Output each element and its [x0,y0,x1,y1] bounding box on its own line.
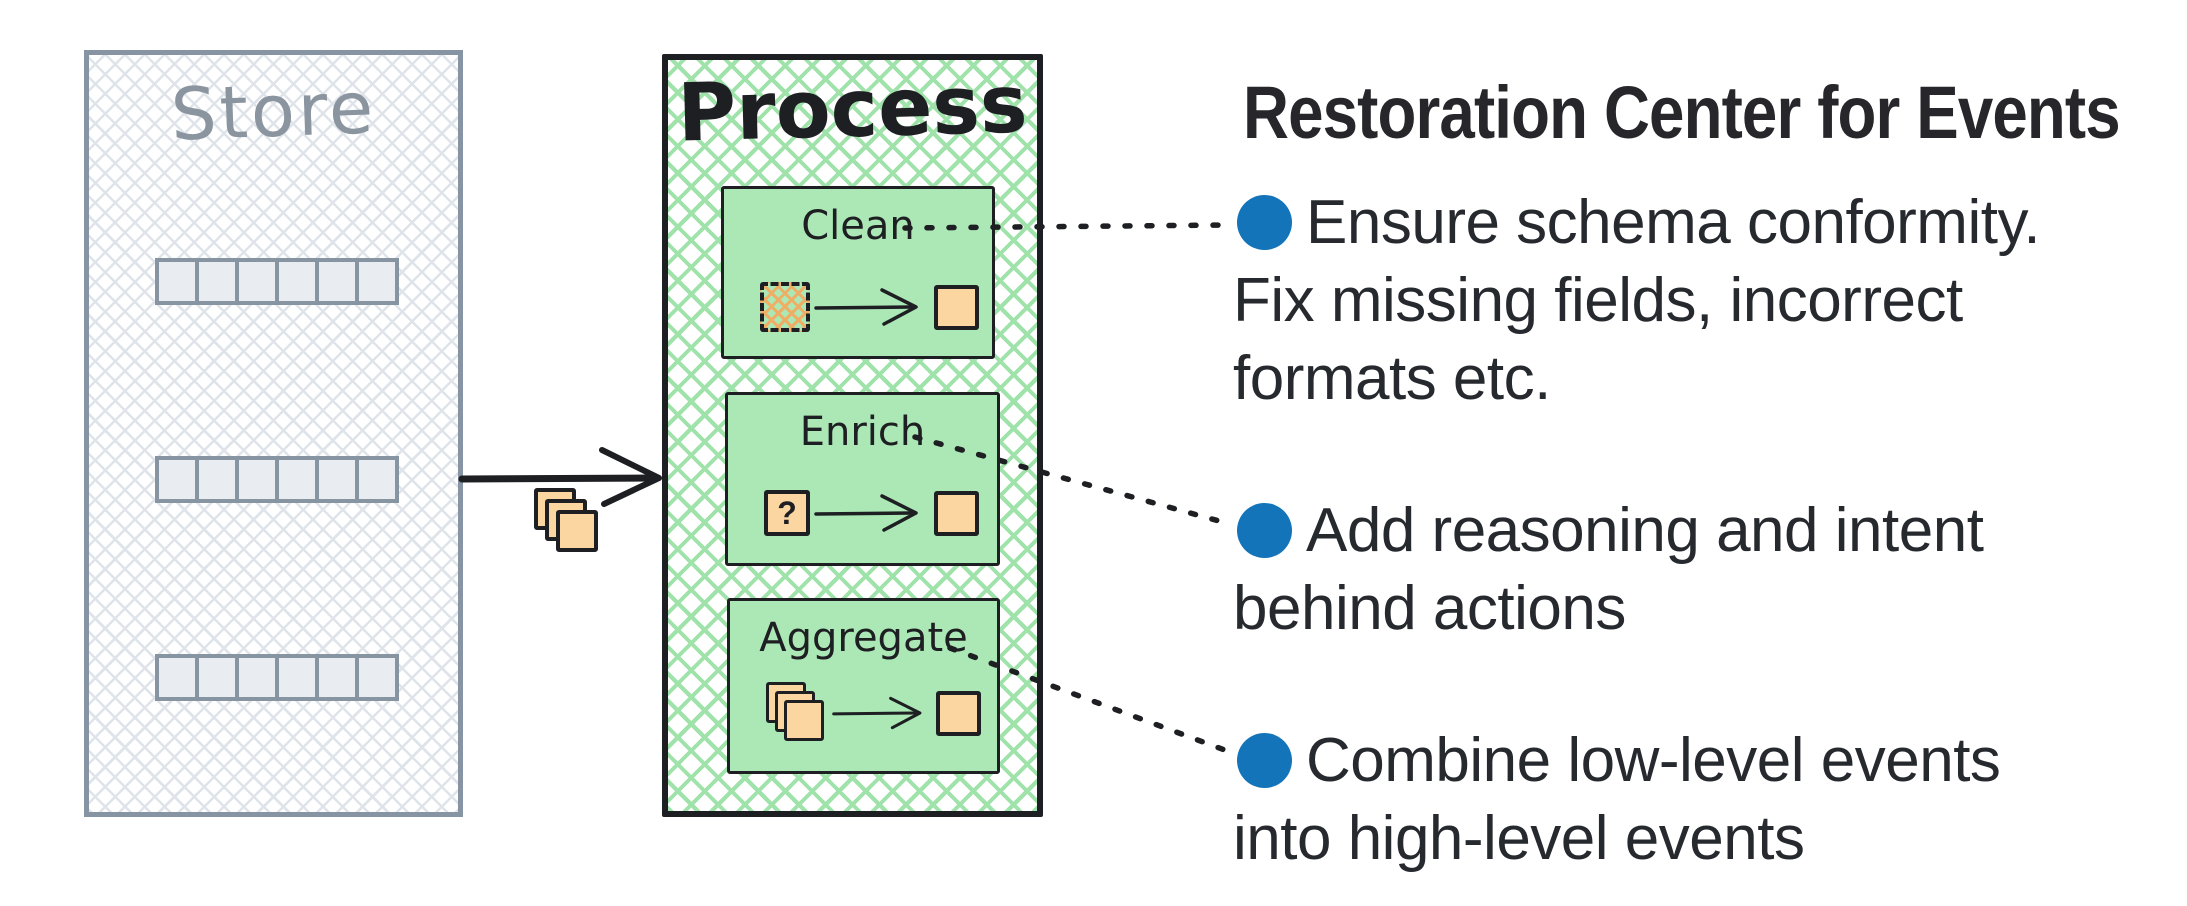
bullet-dot-icon [1237,732,1292,788]
store-cell [195,456,239,503]
bullet-line: Add reasoning and intent [1233,491,2173,569]
bullet-line: Fix missing fields, incorrect [1233,265,1963,335]
store-cell [155,456,199,503]
store-title: Store [169,65,378,157]
step-clean-content [760,271,979,343]
bullet-text: Ensure schema conformity. [1306,187,2041,257]
bullet-item-aggregate: Combine low-level events into high-level… [1233,721,2173,877]
store-cell [275,654,319,701]
step-clean-label: Clean [801,203,915,249]
process-box: Process Clean Enrich ? [662,54,1043,817]
step-enrich-label: Enrich [799,409,926,455]
store-cell [155,258,199,305]
step-clean: Clean [721,186,995,359]
bullet-line: Ensure schema conformity. [1233,183,2173,261]
step-aggregate-label: Aggregate [759,615,968,661]
store-cell [235,258,279,305]
store-row [155,654,399,701]
step-enrich: Enrich ? [725,392,1000,566]
store-cell [315,456,359,503]
store-row [155,258,399,305]
store-cell [155,654,199,701]
store-row [155,456,399,503]
store-cell [355,258,399,305]
store-cell [195,258,239,305]
bullet-line: into high-level events [1233,803,1805,873]
bullet-dot-icon [1237,194,1292,250]
store-cell [235,456,279,503]
bullet-text: Combine low-level events [1306,725,2001,795]
transform-arrow-icon [814,494,918,532]
store-cell [315,654,359,701]
store-cell [195,654,239,701]
transform-arrow-icon [832,696,922,730]
clean-event-icon [934,284,979,330]
event-square-icon [784,700,824,741]
process-title: Process [676,57,1029,160]
store-to-process-arrow-icon [458,447,662,507]
enriched-event-icon [934,490,979,536]
store-cell [275,456,319,503]
unknown-event-icon: ? [764,490,810,536]
bullet-item-enrich: Add reasoning and intent behind actions [1233,491,2173,647]
store-cell [355,654,399,701]
step-aggregate: Aggregate [727,598,1000,774]
bullet-line: behind actions [1233,573,1626,643]
store-box: Store [84,50,463,817]
bullet-text: Add reasoning and intent [1306,495,1984,565]
step-enrich-content: ? [764,477,979,549]
step-aggregate-content [766,677,981,749]
high-level-event-icon [936,690,981,736]
store-cell [235,654,279,701]
bullet-dot-icon [1237,502,1292,558]
event-square-icon [556,510,598,552]
store-cell [315,258,359,305]
event-documents-stack-icon [534,488,600,554]
bullet-line: formats etc. [1233,343,1551,413]
bullet-line: Combine low-level events [1233,721,2173,799]
store-cell [275,258,319,305]
low-level-events-stack-icon [766,682,828,744]
bullet-item-clean: Ensure schema conformity. Fix missing fi… [1233,183,2173,417]
panel-title: Restoration Center for Events [1243,71,2121,154]
transform-arrow-icon [814,288,918,326]
dirty-event-icon [760,282,810,332]
store-cell [355,456,399,503]
